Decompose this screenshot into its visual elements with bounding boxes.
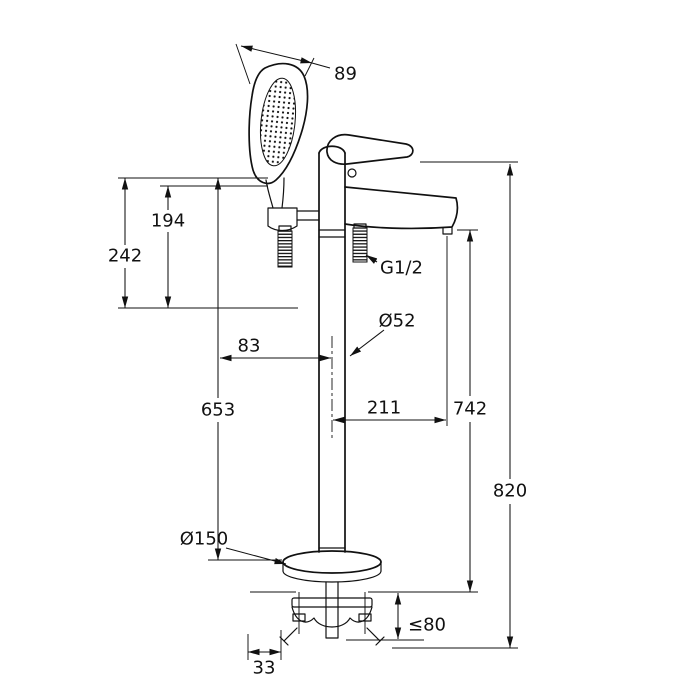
dim-column-diameter-label: Ø52 bbox=[378, 311, 415, 332]
hand-shower bbox=[248, 62, 309, 209]
dimension-holder-height: 653 bbox=[201, 178, 235, 560]
dim-thread-label: G1/2 bbox=[380, 258, 423, 279]
temperature-dot bbox=[347, 168, 357, 178]
dim-spout-reach-label: 211 bbox=[367, 398, 401, 419]
dim-holder-height-label: 653 bbox=[201, 400, 235, 421]
dimension-column-diameter: Ø52 bbox=[349, 311, 416, 357]
dimension-anchor-offset: 33 bbox=[248, 648, 281, 679]
mounting-clamp bbox=[250, 581, 478, 646]
dimension-head-width: 89 bbox=[240, 45, 357, 85]
shower-column bbox=[318, 145, 357, 553]
dim-shower-total-label: 242 bbox=[108, 246, 142, 267]
dimension-thread: G1/2 bbox=[365, 254, 423, 279]
dimension-floor-thickness: ≤80 bbox=[394, 593, 446, 639]
dim-head-width-label: 89 bbox=[334, 64, 357, 85]
dimension-shower-drop: 194 bbox=[151, 186, 185, 308]
extension-lines bbox=[118, 43, 518, 660]
dim-overall-height-label: 820 bbox=[493, 481, 527, 502]
dimension-spout-reach: 211 bbox=[333, 398, 446, 424]
floor-rosette bbox=[282, 550, 382, 583]
dim-hose-offset-label: 83 bbox=[238, 336, 261, 357]
lever-handle bbox=[326, 133, 414, 165]
dimension-spout-height: 742 bbox=[453, 230, 487, 592]
dim-rosette-diameter-label: Ø150 bbox=[180, 529, 229, 550]
dim-floor-thickness-label: ≤80 bbox=[408, 615, 446, 636]
dimension-shower-total: 242 bbox=[108, 178, 142, 308]
dimension-hose-offset: 83 bbox=[220, 336, 331, 362]
dim-shower-drop-label: 194 bbox=[151, 211, 185, 232]
shower-holder bbox=[267, 207, 320, 268]
dimension-rosette-diameter: Ø150 bbox=[180, 529, 287, 565]
spray-face bbox=[259, 77, 297, 167]
dimension-overall-height: 820 bbox=[493, 164, 527, 648]
connection-stud bbox=[352, 227, 368, 263]
spout bbox=[344, 186, 459, 263]
dim-spout-height-label: 742 bbox=[453, 399, 487, 420]
dim-anchor-offset-label: 33 bbox=[253, 658, 276, 679]
